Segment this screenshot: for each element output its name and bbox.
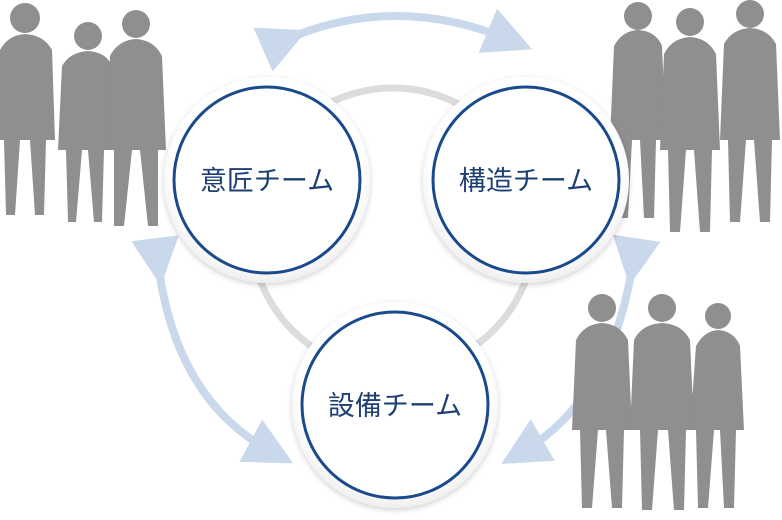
- team-label-equipment: 設備チーム: [328, 391, 462, 422]
- team-label-structure: 構造チーム: [459, 166, 593, 197]
- people-group-silhouette-icon: [610, 0, 780, 232]
- arrow-left: [131, 235, 294, 464]
- people-group-silhouette-icon: [572, 294, 744, 510]
- team-circle-border: [172, 85, 362, 275]
- people-group-silhouette-icon: [0, 3, 166, 226]
- bidirectional-arrow-icon: [253, 8, 533, 72]
- team-circle-border: [300, 310, 490, 500]
- team-label-design: 意匠チーム: [200, 166, 334, 197]
- team-node-structure: 構造チーム: [423, 77, 629, 283]
- bidirectional-arrow-icon: [131, 235, 294, 464]
- team-node-equipment: 設備チーム: [292, 302, 498, 508]
- team-circle-border: [431, 85, 621, 275]
- arrow-top: [253, 8, 533, 72]
- team-node-design: 意匠チーム: [164, 77, 370, 283]
